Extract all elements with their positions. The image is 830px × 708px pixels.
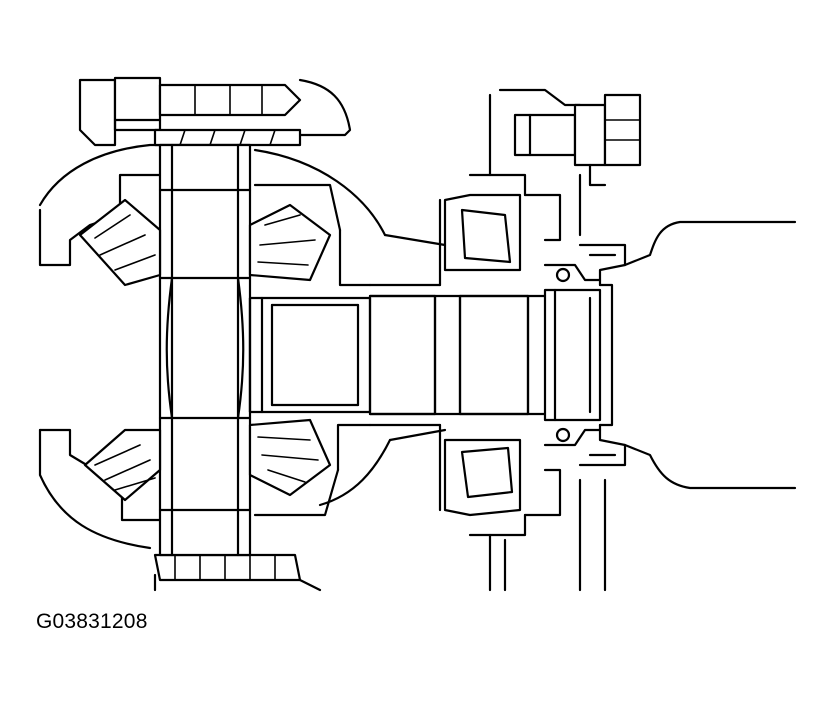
axle-shaft-splines <box>368 283 547 427</box>
ring-gear <box>153 128 302 582</box>
carrier-contours <box>153 228 447 592</box>
axle-tube <box>623 220 797 490</box>
housing-bolt <box>513 93 642 187</box>
ring-gear-bolt <box>78 76 352 147</box>
pinion-gear-lower <box>83 418 332 502</box>
carrier-bearing-upper <box>438 173 527 287</box>
axle-housing-right <box>488 88 607 592</box>
side-gear <box>248 296 372 414</box>
carrier-bearing-lower <box>438 423 527 537</box>
axle-shaft-end <box>543 283 614 427</box>
pinion-shaft <box>158 143 252 557</box>
oil-seal-upper <box>543 243 627 287</box>
oil-seal-lower <box>543 423 627 467</box>
figure-code: G03831208 <box>36 610 148 633</box>
differential-case-housing <box>38 143 392 550</box>
pinion-gear-upper <box>78 198 332 287</box>
